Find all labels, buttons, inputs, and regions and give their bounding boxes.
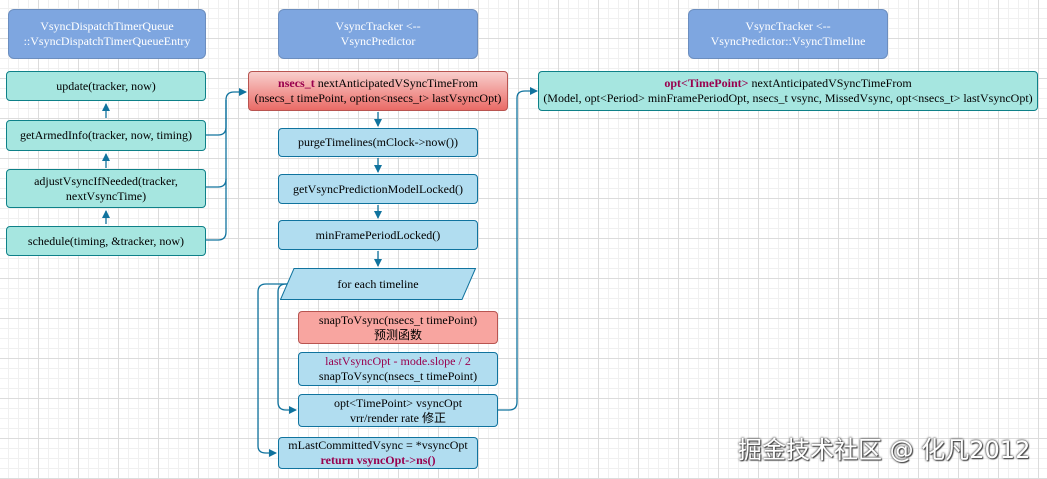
header-timeline: VsyncTracker <-- VsyncPredictor::VsyncTi…: [688, 9, 888, 59]
node-next-anticipated-line2: (nsecs_t timePoint, option<nsecs_t> last…: [254, 91, 502, 105]
node-next-anticipated-line1: nsecs_t nextAnticipatedVSyncTimeFrom: [278, 76, 478, 91]
node-min-frame-period-label: minFramePeriodLocked(): [315, 227, 441, 242]
node-last-committed: mLastCommittedVsync = *vsyncOpt return v…: [278, 437, 478, 469]
header-tracker-line1: VsyncTracker <--: [335, 19, 421, 33]
node-timeline-next-anticipated: opt<TimePoint> nextAnticipatedVSyncTimeF…: [538, 71, 1038, 111]
node-snap-to-vsync-line2: 预测函数: [373, 327, 422, 342]
header-tracker-line2: VsyncPredictor: [340, 34, 416, 48]
arrow-schedule-to-next: [206, 179, 227, 241]
arrow-opt-to-timeline: [498, 87, 538, 411]
node-opt-timepoint: opt<TimePoint> vsyncOpt vrr/render rate …: [298, 394, 498, 427]
node-for-each-timeline: for each timeline: [280, 268, 476, 300]
node-get-armed-info: getArmedInfo(tracker, now, timing): [6, 120, 206, 151]
header-timeline-line2: VsyncPredictor::VsyncTimeline: [710, 34, 866, 48]
header-tracker: VsyncTracker <-- VsyncPredictor: [278, 9, 478, 59]
node-snap-to-vsync: snapToVsync(nsecs_t timePoint) 预测函数: [298, 311, 498, 344]
node-update: update(tracker, now): [6, 71, 206, 101]
node-schedule-label: schedule(timing, &tracker, now): [27, 233, 185, 248]
node-schedule: schedule(timing, &tracker, now): [6, 226, 206, 256]
node-timeline-line1: opt<TimePoint> nextAnticipatedVSyncTimeF…: [664, 76, 911, 91]
node-last-vsync-opt: lastVsyncOpt - mode.slope / 2 snapToVsyn…: [298, 352, 498, 386]
node-last-vsync-opt-line1: lastVsyncOpt - mode.slope / 2: [325, 354, 471, 368]
node-snap-to-vsync-line1: snapToVsync(nsecs_t timePoint): [318, 312, 478, 327]
node-next-anticipated: nsecs_t nextAnticipatedVSyncTimeFrom (ns…: [248, 71, 508, 111]
node-adjust-vsync: adjustVsyncIfNeeded(tracker, nextVsyncTi…: [6, 169, 206, 208]
node-last-committed-line1: mLastCommittedVsync = *vsyncOpt: [288, 438, 468, 452]
header-queue: VsyncDispatchTimerQueue ::VsyncDispatchT…: [8, 9, 206, 59]
node-purge-timelines: purgeTimelines(mClock->now()): [278, 128, 478, 157]
node-opt-timepoint-line2: vrr/render rate 修正: [350, 410, 446, 425]
node-get-armed-info-label: getArmedInfo(tracker, now, timing): [19, 128, 192, 142]
arrow-getarmed-to-next: [206, 88, 247, 136]
node-for-each-timeline-label: for each timeline: [337, 276, 419, 291]
node-last-vsync-opt-line2: snapToVsync(nsecs_t timePoint): [318, 369, 478, 383]
arrow-foreach-to-opt: [277, 283, 297, 414]
node-min-frame-period: minFramePeriodLocked(): [278, 220, 478, 250]
timeline-next-name: nextAnticipatedVSyncTimeFrom: [748, 76, 912, 90]
node-get-model-label: getVsyncPredictionModelLocked(): [293, 181, 463, 196]
parallelogram-shape: [280, 268, 476, 300]
header-queue-line2: ::VsyncDispatchTimerQueueEntry: [23, 34, 191, 48]
node-get-model: getVsyncPredictionModelLocked(): [278, 174, 478, 204]
header-timeline-line1: VsyncTracker <--: [745, 19, 831, 33]
header-queue-line1: VsyncDispatchTimerQueue: [40, 19, 174, 33]
node-update-label: update(tracker, now): [56, 78, 156, 93]
next-anticipated-name: nextAnticipatedVSyncTimeFrom: [314, 76, 478, 90]
keyword-nsecs: nsecs_t: [278, 76, 315, 90]
arrow-foreach-to-commit: [257, 283, 290, 457]
keyword-opt-timepoint: opt<TimePoint>: [664, 76, 749, 90]
arrow-adjust-to-next: [206, 100, 227, 188]
node-adjust-vsync-line1: adjustVsyncIfNeeded(tracker,: [34, 173, 178, 188]
node-opt-timepoint-line1: opt<TimePoint> vsyncOpt: [333, 395, 463, 410]
node-purge-timelines-label: purgeTimelines(mClock->now()): [297, 135, 459, 149]
node-last-committed-line2: return vsyncOpt->ns(): [320, 453, 436, 467]
watermark: 掘金技术社区 @ 化凡2012: [738, 436, 1031, 464]
node-timeline-line2: (Model, opt<Period> minFramePeriodOpt, n…: [543, 91, 1033, 105]
node-adjust-vsync-line2: nextVsyncTime): [65, 188, 147, 203]
